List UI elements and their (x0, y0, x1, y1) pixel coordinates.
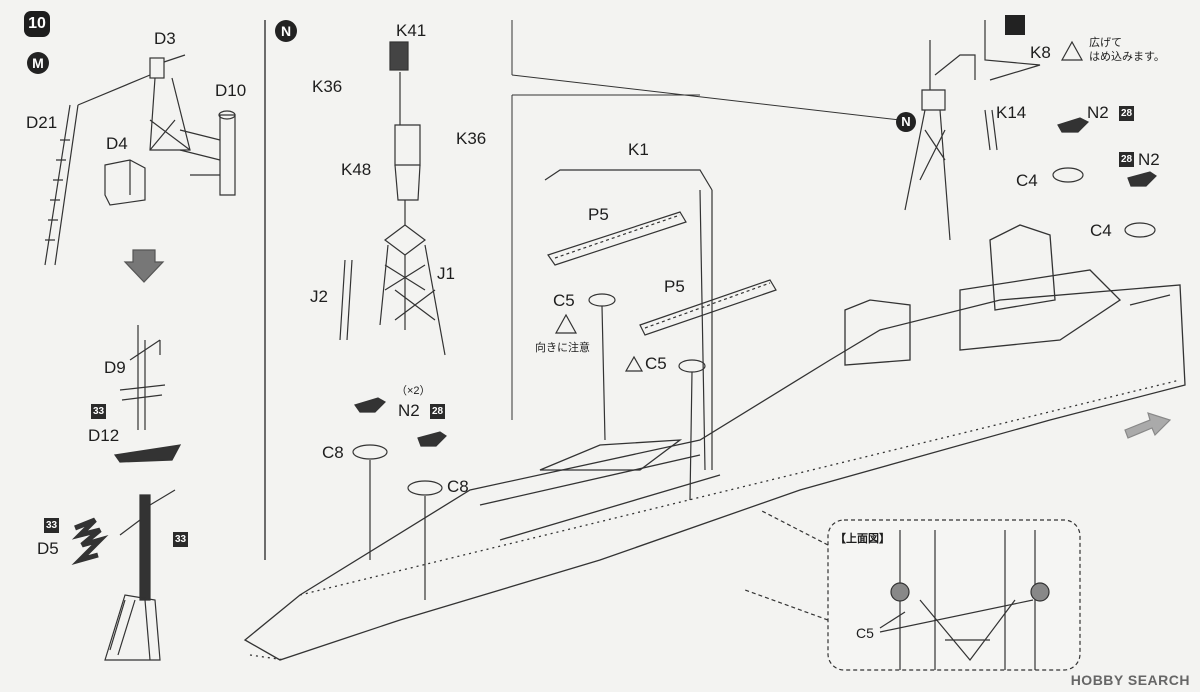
label-p5-b: P5 (664, 277, 685, 296)
part-k48-shape (394, 124, 421, 201)
part-d21-shape (44, 74, 151, 266)
part-d9-shape (119, 325, 166, 430)
watermark: HOBBY SEARCH (1070, 672, 1190, 688)
label-d5: D5 (37, 539, 59, 558)
label-k8: K8 (1030, 43, 1051, 62)
part-n2-shape-d (1127, 171, 1157, 187)
ship-hull-shape (243, 224, 1186, 661)
part-p5-shape-a (547, 211, 687, 266)
warning-icon-a (554, 313, 578, 334)
label-k48: K48 (341, 160, 372, 179)
label-k41: K41 (396, 21, 427, 40)
part-d10-shape (179, 110, 236, 196)
label-n2-quantity: （×2） (396, 385, 431, 397)
part-n2-shape-b (417, 431, 447, 447)
label-n2-c: N2 (1138, 150, 1160, 169)
section-n-badge-right: N (896, 112, 916, 132)
badge-28-b: 28 (1119, 106, 1134, 121)
label-k36-a: K36 (312, 77, 343, 96)
label-j2: J2 (310, 287, 328, 306)
forward-arrow-icon (1124, 412, 1172, 439)
badge-33-b: 33 (44, 518, 59, 533)
part-c4-shape-a (1052, 167, 1084, 183)
part-c8-shape-a (352, 444, 388, 460)
part-d12-shape (113, 444, 182, 463)
badge-33-a: 33 (91, 404, 106, 419)
step-number-badge: 10 (24, 11, 50, 37)
badge-33-c: 33 (173, 532, 188, 547)
label-c5-inset: C5 (856, 625, 874, 641)
part-n2-shape-a (354, 397, 386, 413)
part-j1-shape (379, 224, 446, 356)
main-mast-shape (904, 40, 976, 241)
label-d21: D21 (26, 113, 58, 132)
top-view-drawing (879, 530, 1050, 670)
k8-note-line1: 広げて (1089, 37, 1122, 49)
part-k14-shape (984, 109, 998, 151)
label-k14: K14 (996, 103, 1027, 122)
label-c4-b: C4 (1090, 221, 1112, 240)
part-c5-shape-a (588, 293, 616, 307)
label-c8-b: C8 (447, 477, 469, 496)
part-p5-shape-b (639, 279, 777, 336)
label-j1: J1 (437, 264, 455, 283)
part-k1-shape (544, 169, 713, 191)
part-j2-shape (339, 259, 353, 341)
part-c4-shape-b (1124, 222, 1156, 238)
label-k36-b: K36 (456, 129, 487, 148)
label-n2-a: N2 (398, 401, 420, 420)
part-k8-shape (984, 20, 1041, 81)
label-d10: D10 (215, 81, 247, 100)
badge-28-c: 28 (1119, 152, 1134, 167)
badge-28-a: 28 (430, 404, 445, 419)
label-n2-b: N2 (1087, 103, 1109, 122)
orientation-note: 向きに注意 (535, 342, 590, 354)
inset-title: 【上面図】 (835, 533, 890, 545)
label-c4-a: C4 (1016, 171, 1038, 190)
label-d4: D4 (106, 134, 128, 153)
section-n-badge-left: N (275, 20, 297, 42)
section-m-badge: M (27, 52, 49, 74)
part-d5-shape (71, 517, 109, 565)
warning-icon-c (1060, 40, 1084, 61)
part-d4-shape (104, 159, 146, 206)
down-arrow-icon (123, 249, 165, 283)
part-d3-shape (149, 54, 191, 151)
label-c8-a: C8 (322, 443, 344, 462)
flag-icon (1005, 15, 1025, 35)
label-d3: D3 (154, 29, 176, 48)
part-k41-shape (389, 41, 409, 71)
label-c5-b: C5 (645, 354, 667, 373)
label-d9: D9 (104, 358, 126, 377)
warning-icon-b (624, 355, 644, 372)
part-c5-shape-b (678, 359, 706, 373)
top-view-inset (827, 519, 1081, 671)
label-k1: K1 (628, 140, 649, 159)
part-c8-shape-b (407, 480, 443, 496)
assembled-mast-shape (104, 489, 176, 661)
label-c5-a: C5 (553, 291, 575, 310)
k8-note-line2: はめ込みます。 (1089, 51, 1165, 63)
label-d12: D12 (88, 426, 120, 445)
part-n2-shape-c (1057, 117, 1090, 133)
label-p5-a: P5 (588, 205, 609, 224)
